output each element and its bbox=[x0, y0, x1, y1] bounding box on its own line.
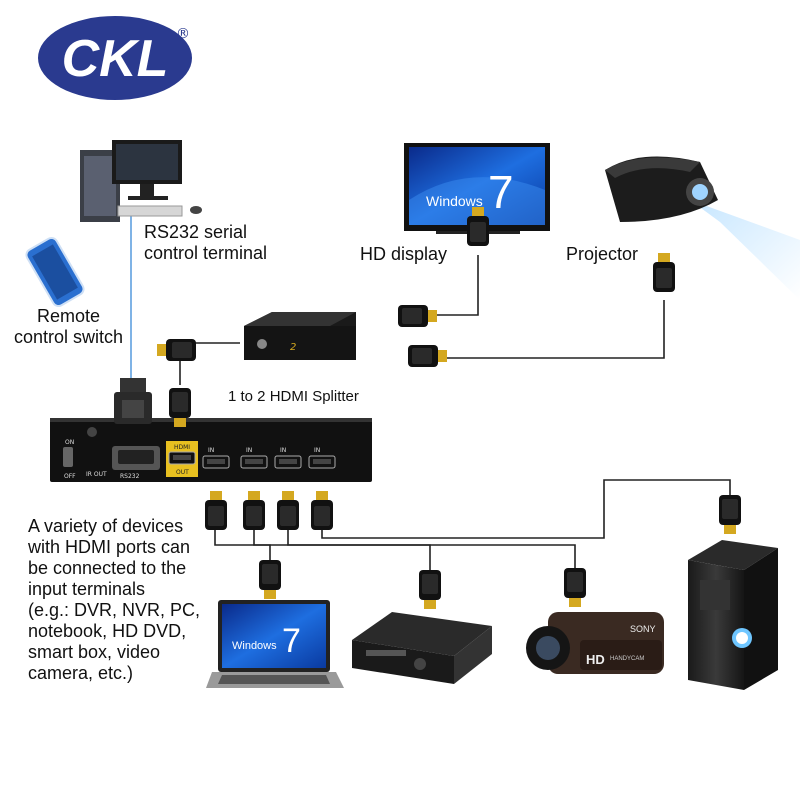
hd-display: Windows 7 bbox=[404, 143, 550, 234]
input-label-1: IN bbox=[208, 447, 214, 454]
svg-text:2: 2 bbox=[290, 342, 296, 353]
tv-seven-text: 7 bbox=[488, 166, 514, 218]
splitter-label: 1 to 2 HDMI Splitter bbox=[228, 388, 359, 405]
camera-hd-text: HD bbox=[586, 652, 605, 667]
laptop-seven-text: 7 bbox=[282, 622, 301, 660]
registered-mark: ® bbox=[176, 26, 190, 42]
switch-rs232-label: RS232 bbox=[120, 473, 140, 480]
laptop-windows-text: Windows bbox=[232, 640, 277, 652]
switch-ir-out-label: IR OUT bbox=[86, 471, 107, 478]
wires bbox=[130, 210, 731, 570]
remote-label: Remote control switch bbox=[14, 306, 124, 347]
tv-windows-text: Windows bbox=[426, 193, 483, 209]
input-label-3: IN bbox=[280, 447, 286, 454]
camera-brand-text: SONY bbox=[630, 624, 656, 634]
rs232-connector bbox=[114, 378, 152, 424]
ckl-logo: CKL ® bbox=[38, 16, 192, 100]
input-label-4: IN bbox=[314, 447, 320, 454]
hd-display-label: HD display bbox=[360, 244, 448, 264]
switch-on-label: ON bbox=[65, 439, 74, 446]
logo-text: CKL bbox=[62, 30, 169, 88]
switch-off-label: OFF bbox=[64, 473, 76, 480]
hdmi-splitter: 2 bbox=[244, 312, 356, 360]
tower-pc bbox=[688, 540, 778, 690]
projector bbox=[605, 156, 800, 300]
projector-label: Projector bbox=[566, 244, 639, 264]
hdmi-switch-panel bbox=[50, 418, 372, 482]
hdmi-out-top-label: HDMI bbox=[174, 444, 190, 451]
devices-note: A variety of devices with HDMI ports can… bbox=[28, 516, 201, 683]
rs232-label: RS232 serial control terminal bbox=[144, 222, 268, 263]
hdmi-plugs bbox=[157, 207, 741, 609]
input-label-2: IN bbox=[246, 447, 252, 454]
video-camera: SONY HD HANDYCAM bbox=[526, 612, 664, 674]
camera-model-text: HANDYCAM bbox=[610, 656, 644, 662]
rs232-computer bbox=[80, 140, 202, 222]
laptop: Windows 7 bbox=[206, 600, 344, 688]
hdmi-out-bottom-label: OUT bbox=[176, 469, 189, 476]
remote-control bbox=[25, 236, 85, 308]
dvr-box bbox=[352, 612, 492, 684]
